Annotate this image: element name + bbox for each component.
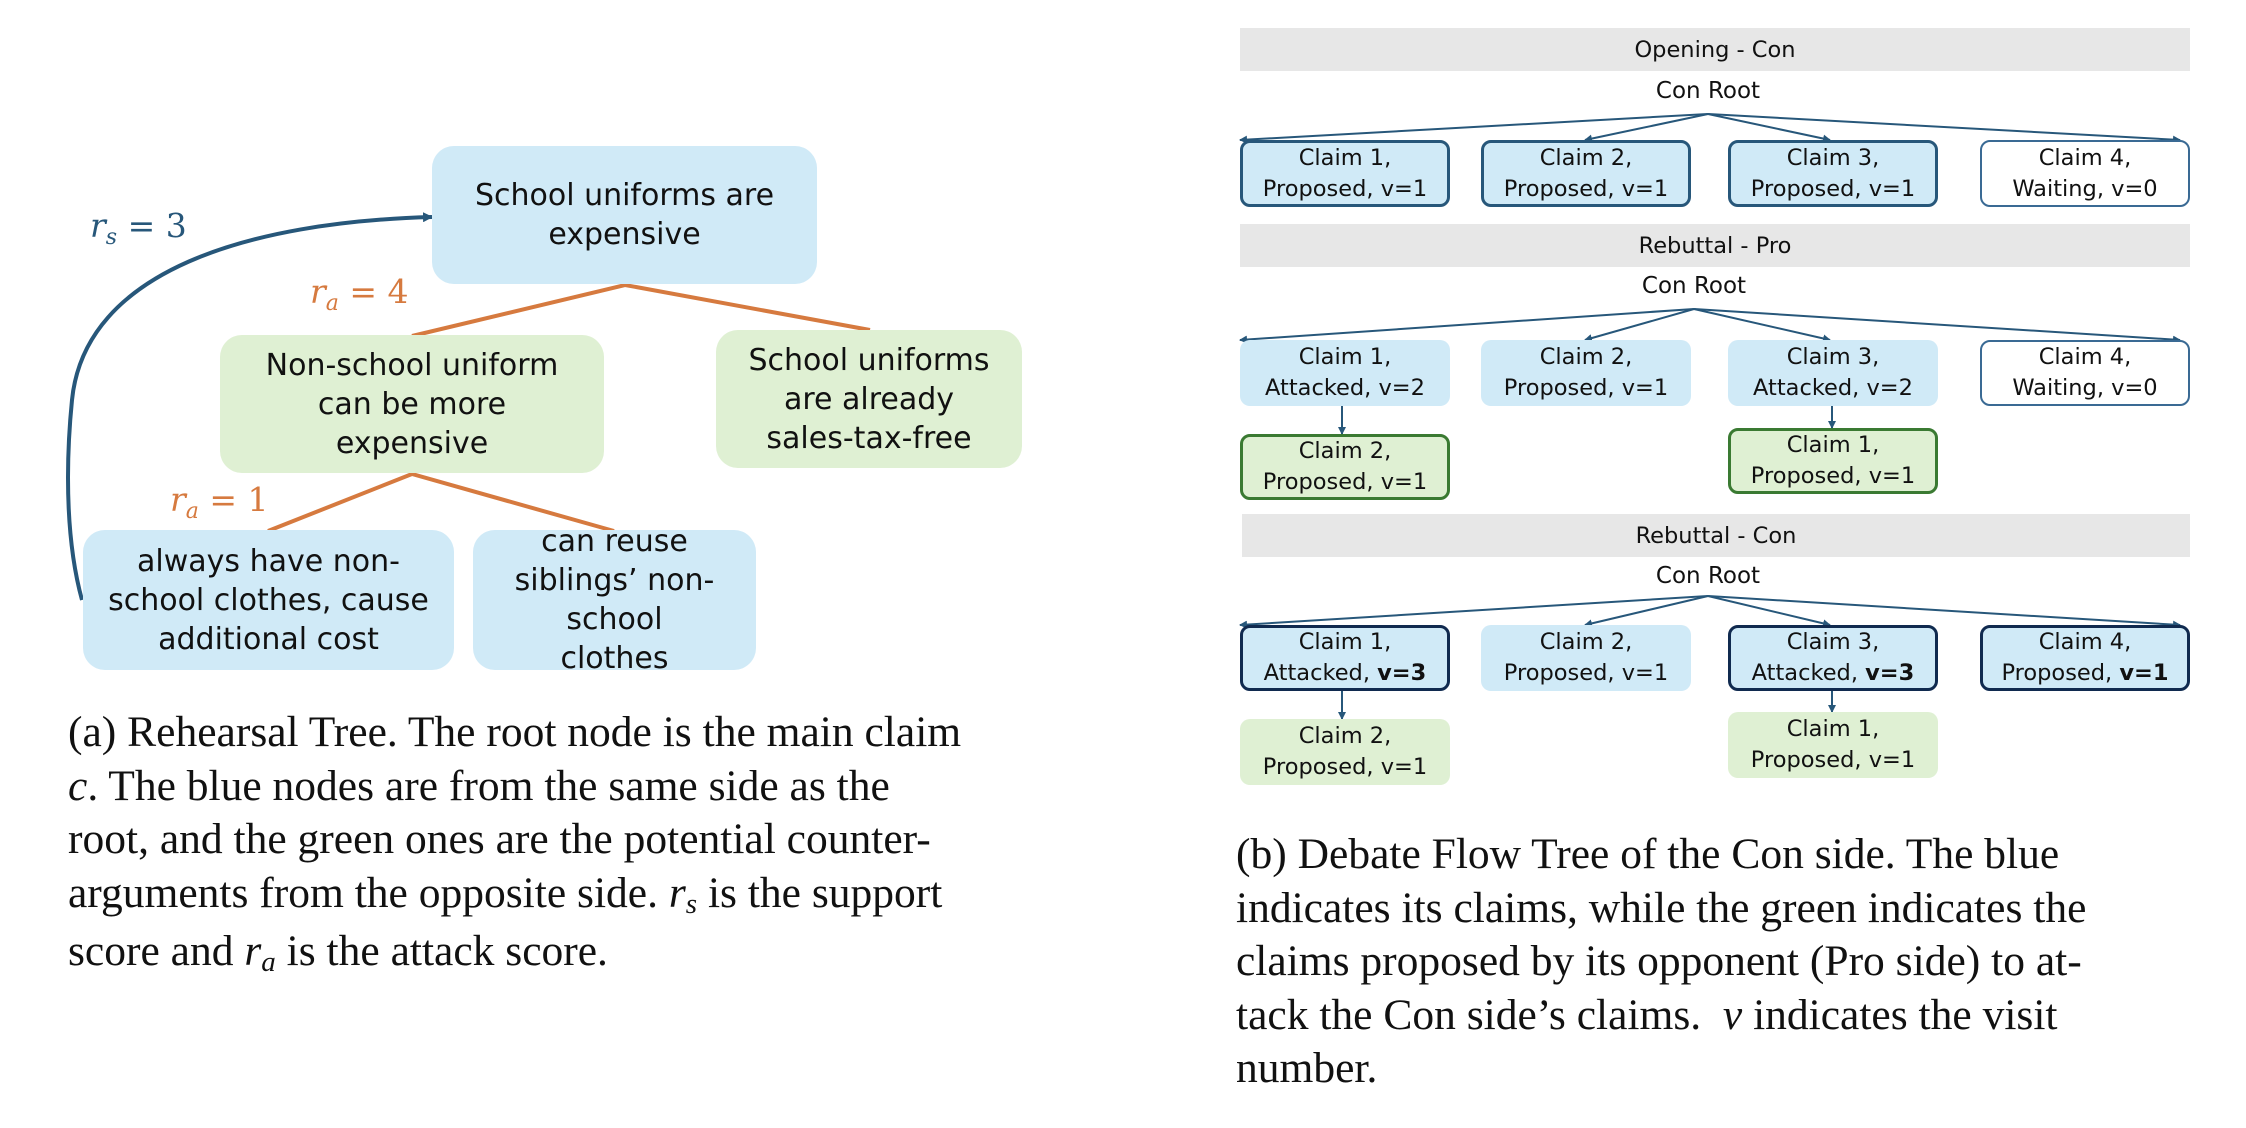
con-child-claim-2: Claim 2,Proposed, v=1 bbox=[1240, 719, 1450, 785]
caption-b: (b) Debate Flow Tree of the Con side. Th… bbox=[1236, 830, 2087, 1092]
attack-node-sales-tax: School uniforms are already sales-tax-fr… bbox=[716, 330, 1022, 468]
attack-score-label-4: ra = 4 bbox=[310, 272, 409, 316]
con-connectors bbox=[1239, 595, 2181, 720]
attack-node-non-school: Non-school uniform can be more expensive bbox=[220, 335, 604, 473]
rebuttal-con-root: Con Root bbox=[1655, 563, 1761, 589]
pro-connectors bbox=[1239, 308, 2181, 435]
pro-child-claim-2: Claim 2,Proposed, v=1 bbox=[1240, 434, 1450, 500]
opening-con-bar: Opening - Con bbox=[1240, 28, 2190, 71]
opening-claim-4: Claim 4,Waiting, v=0 bbox=[1980, 140, 2190, 207]
support-score-label: rs = 3 bbox=[90, 206, 187, 250]
caption-a: (a) Rehearsal Tree. The root node is the… bbox=[68, 708, 962, 978]
support-node-non-school-clothes: always have non-school clothes, cause ad… bbox=[83, 530, 454, 670]
opening-connectors bbox=[1239, 113, 2181, 144]
con-claim-2: Claim 2,Proposed, v=1 bbox=[1481, 625, 1691, 691]
support-node-siblings: can reuse siblings’ non-school clothes bbox=[473, 524, 756, 676]
con-claim-4: Claim 4,Proposed, v=1 bbox=[1980, 625, 2190, 691]
opening-claim-3: Claim 3,Proposed, v=1 bbox=[1728, 140, 1938, 207]
pro-claim-2: Claim 2,Proposed, v=1 bbox=[1481, 340, 1691, 406]
attack-score-label-1: ra = 1 bbox=[170, 480, 269, 524]
rebuttal-con-bar: Rebuttal - Con bbox=[1242, 514, 2190, 557]
attack-line-root bbox=[411, 282, 871, 338]
pro-child-claim-1: Claim 1,Proposed, v=1 bbox=[1728, 428, 1938, 494]
rebuttal-pro-root: Con Root bbox=[1641, 273, 1747, 299]
opening-claim-2: Claim 2,Proposed, v=1 bbox=[1481, 140, 1691, 207]
opening-con-root: Con Root bbox=[1655, 78, 1761, 104]
opening-claim-1: Claim 1,Proposed, v=1 bbox=[1240, 140, 1450, 207]
pro-claim-3: Claim 3,Attacked, v=2 bbox=[1728, 340, 1938, 406]
support-arrow bbox=[66, 212, 433, 601]
pro-claim-1: Claim 1,Attacked, v=2 bbox=[1240, 340, 1450, 406]
root-claim-node: School uniforms are expensive bbox=[432, 146, 817, 284]
attack-line-child bbox=[267, 471, 615, 533]
con-claim-3: Claim 3,Attacked, v=3 bbox=[1728, 625, 1938, 691]
rebuttal-pro-bar: Rebuttal - Pro bbox=[1240, 224, 2190, 267]
con-child-claim-1: Claim 1,Proposed, v=1 bbox=[1728, 712, 1938, 778]
con-claim-1: Claim 1,Attacked, v=3 bbox=[1240, 625, 1450, 691]
pro-claim-4: Claim 4,Waiting, v=0 bbox=[1980, 340, 2190, 406]
